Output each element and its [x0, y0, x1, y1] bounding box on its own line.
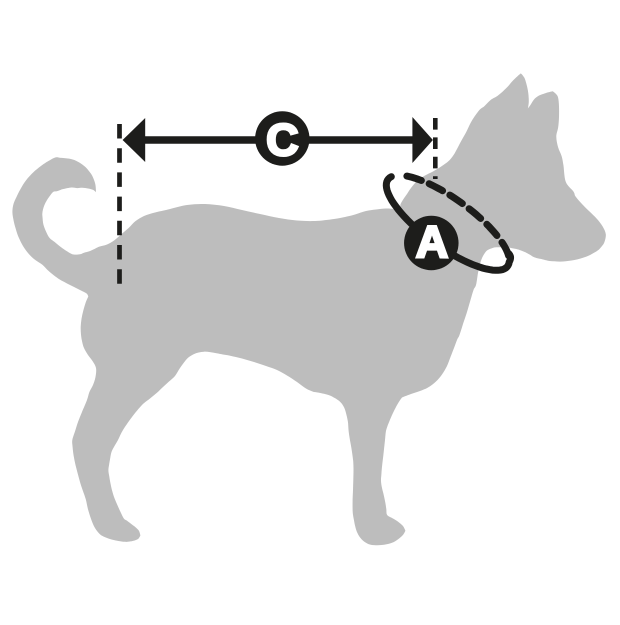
svg-text:A: A	[416, 216, 449, 267]
svg-text:C: C	[266, 114, 299, 165]
